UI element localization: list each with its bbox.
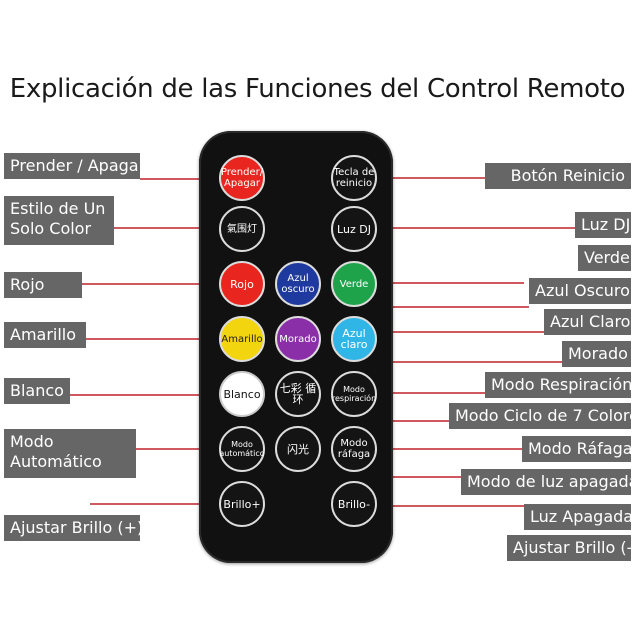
label-white: Blanco xyxy=(4,378,70,404)
label-bright-down: Ajustar Brillo (-) xyxy=(507,535,635,561)
auto-mode-button[interactable]: Modo automático xyxy=(219,426,265,472)
label-green: Verde xyxy=(578,245,631,271)
dark-blue-button[interactable]: Azul oscuro xyxy=(275,261,321,307)
label-light-off: Luz Apagada xyxy=(524,504,633,530)
label-light-blue: Azul Claro xyxy=(544,309,631,335)
label-dark-blue: Azul Oscuro xyxy=(529,278,631,304)
white-button[interactable]: Blanco xyxy=(219,371,265,417)
label-auto: Modo Automático xyxy=(4,429,136,478)
label-dj: Luz DJ xyxy=(575,212,631,238)
label-red: Rojo xyxy=(4,272,82,298)
page-title: Explicación de las Funciones del Control… xyxy=(9,74,626,104)
red-button[interactable]: Rojo xyxy=(219,261,265,307)
green-button[interactable]: Verde xyxy=(331,261,377,307)
label-seven-colors: Modo Ciclo de 7 Colores xyxy=(449,403,635,429)
label-burst: Modo Ráfaga xyxy=(522,436,633,462)
brightness-up-button[interactable]: Brillo+ xyxy=(219,481,265,527)
label-off-mode: Modo de luz apagada xyxy=(461,469,635,495)
purple-button[interactable]: Morado xyxy=(275,316,321,362)
dj-button[interactable]: Luz DJ xyxy=(331,206,377,252)
label-single-color: Estilo de Un Solo Color xyxy=(4,196,114,245)
reset-button[interactable]: Tecla de reinicio xyxy=(331,155,377,201)
light-blue-button[interactable]: Azul claro xyxy=(331,316,377,362)
flash-button[interactable]: 闪光 xyxy=(275,426,321,472)
yellow-button[interactable]: Amarillo xyxy=(219,316,265,362)
seven-color-cycle-button[interactable]: 七彩 循环 xyxy=(275,371,321,417)
label-bright-up: Ajustar Brillo (+) xyxy=(4,515,143,541)
label-yellow: Amarillo xyxy=(4,322,86,348)
burst-mode-button[interactable]: Modo ráfaga xyxy=(331,426,377,472)
breath-mode-button[interactable]: Modo respiración xyxy=(331,371,377,417)
label-breath: Modo Respiración xyxy=(485,372,632,398)
power-button[interactable]: Prender/ Apagar xyxy=(219,155,265,201)
label-purple: Morado xyxy=(562,341,631,367)
label-power: Prender / Apagar xyxy=(4,153,145,179)
ambient-button[interactable]: 氣围灯 xyxy=(219,206,265,252)
brightness-down-button[interactable]: Brillo- xyxy=(331,481,377,527)
label-reset: Botón Reinicio xyxy=(485,163,631,189)
